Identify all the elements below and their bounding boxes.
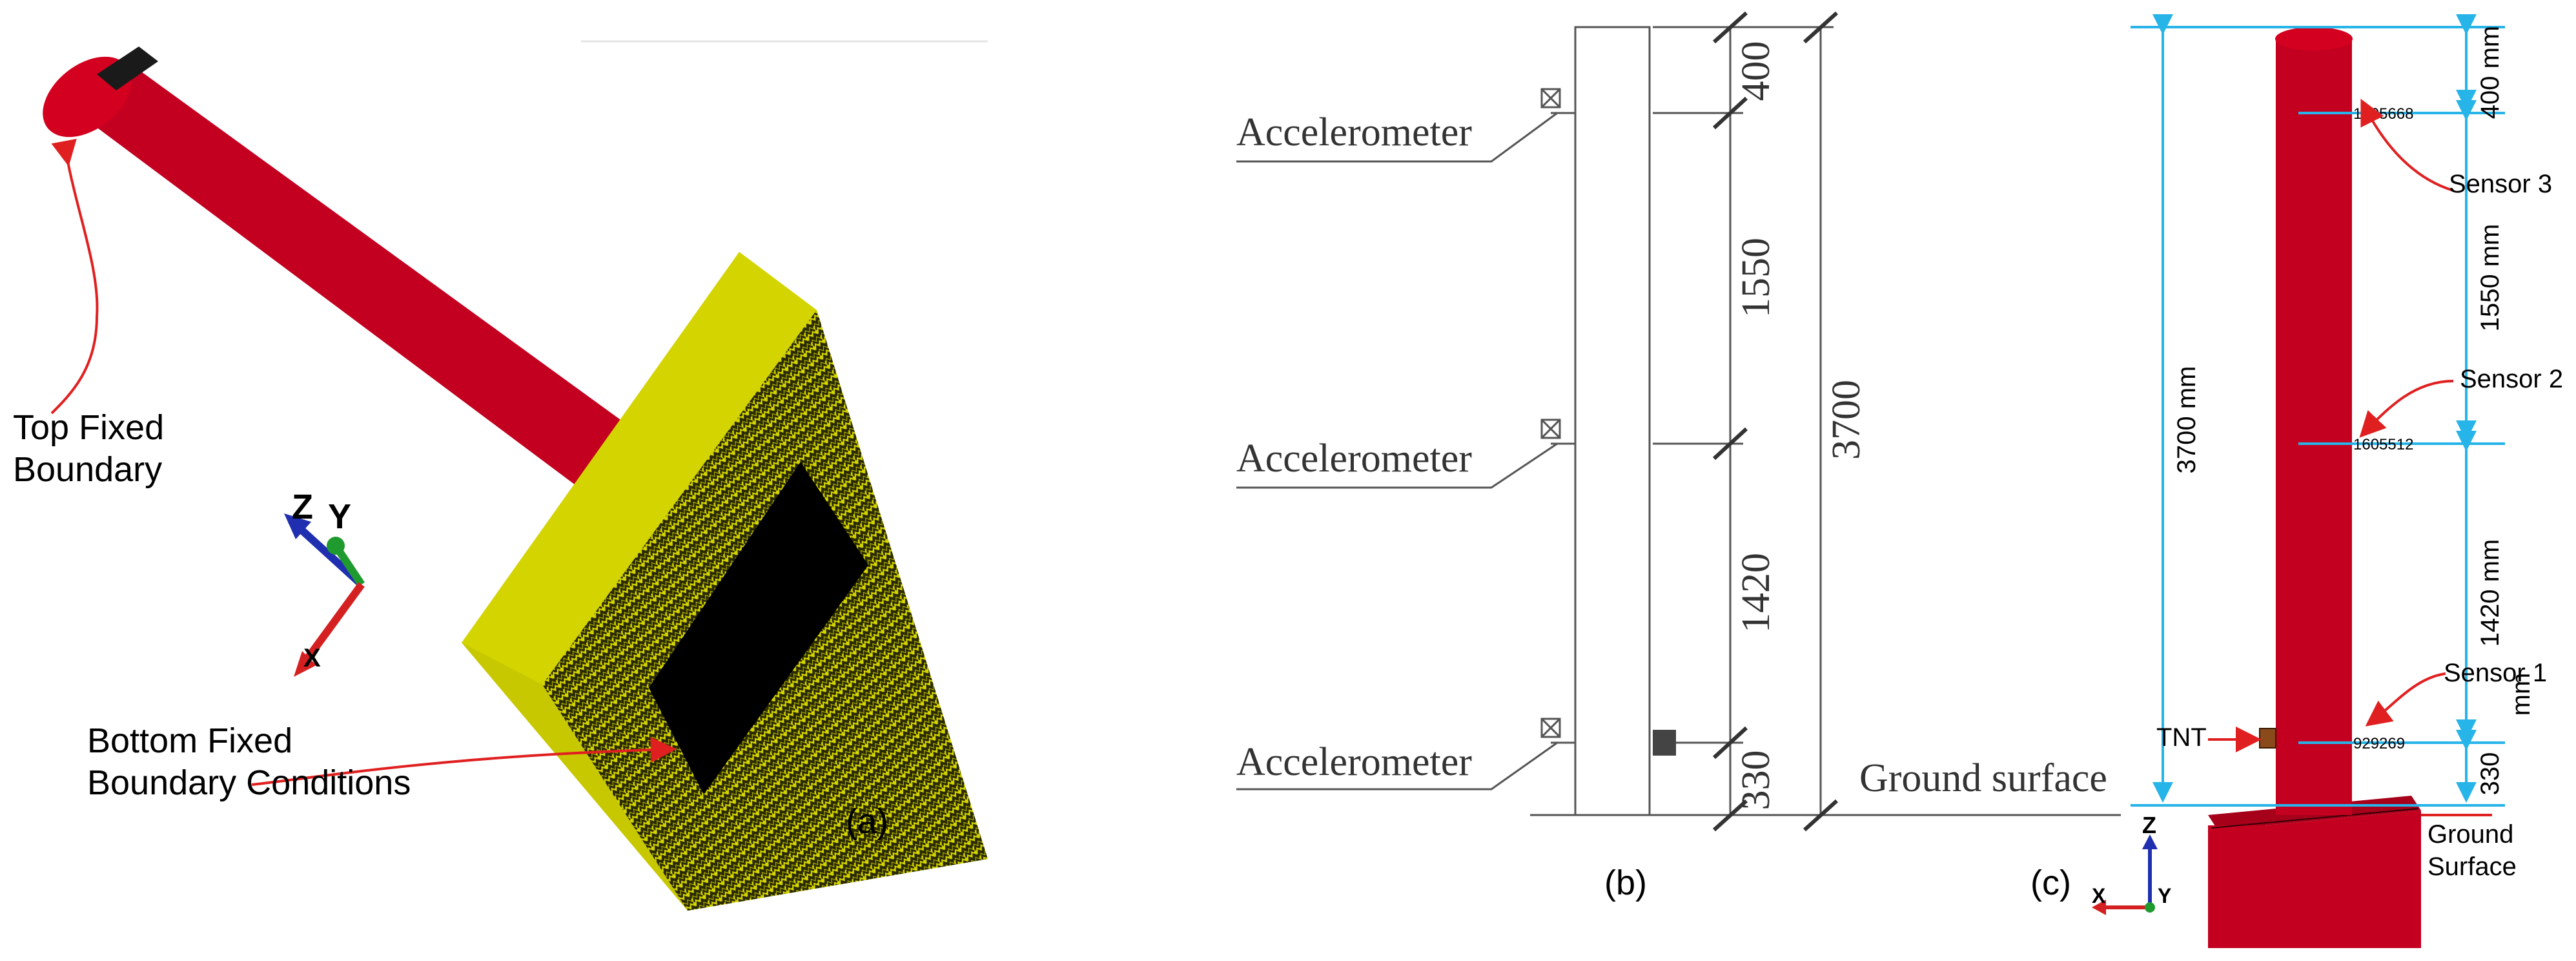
column-c <box>2275 27 2353 815</box>
base-block-edge <box>462 643 688 911</box>
tnt-label: TNT <box>2156 723 2207 752</box>
axis-y-head <box>327 537 345 555</box>
sensor-1-label: Sensor 1 <box>2444 659 2547 687</box>
base-opening <box>649 462 868 794</box>
bottom-boundary-label-line2: Boundary Conditions <box>87 763 411 802</box>
dimension-lines-b: 400 1550 1420 330 3700 <box>1653 11 1868 832</box>
base-block-c <box>2208 796 2421 948</box>
dim-1420: 1420 <box>1734 553 1778 633</box>
top-boundary-band <box>97 46 158 90</box>
accelerometer-symbol <box>1540 418 1561 439</box>
dim-400: 400 <box>1734 41 1778 101</box>
accelerometer-leader <box>1236 442 1558 489</box>
axis-x-head <box>2092 900 2106 915</box>
column-outline <box>1574 26 1651 816</box>
axis-z-head <box>2142 834 2158 849</box>
accelerometer-3: Accelerometer <box>1236 718 1575 790</box>
axis-y-label: Y <box>328 497 351 536</box>
sensor-2-label: Sensor 2 <box>2460 365 2563 393</box>
column-body <box>65 58 665 504</box>
accelerometer-symbol <box>1540 88 1561 108</box>
accelerometer-symbol <box>1540 718 1561 738</box>
accelerometer-label: Accelerometer <box>1236 110 1472 154</box>
panel-c-label: (c) <box>2030 863 2071 902</box>
accelerometer-2: Accelerometer <box>1236 418 1575 489</box>
dim-330-label: 330 <box>2476 752 2504 796</box>
dim-3700: 3700 <box>1825 380 1868 460</box>
base-side-face <box>2208 811 2421 830</box>
sensor-3-arrow <box>2360 98 2454 192</box>
ground-surface-label: Ground surface <box>1859 756 2107 800</box>
node-label-sensor2: 1605512 <box>2353 436 2413 453</box>
accelerometer-1: Accelerometer <box>1236 88 1575 163</box>
base-edge <box>2211 808 2418 829</box>
axis-x-label: X <box>303 644 321 672</box>
accelerometer-cross <box>1540 718 1561 738</box>
panel-b-label: (b) <box>1604 863 1647 902</box>
accelerometer-leader <box>1236 112 1558 163</box>
sensor-2-arrow <box>2359 380 2454 438</box>
dim-1550: 1550 <box>1734 238 1778 318</box>
axis-x-line <box>297 582 365 671</box>
axis-triad-c: Z X Y <box>2092 812 2171 915</box>
axis-y-dot <box>2145 902 2155 913</box>
charge-block <box>1653 730 1676 756</box>
dim-330: 330 <box>1734 750 1778 811</box>
axis-z-label: Z <box>2142 812 2156 838</box>
accelerometer-leader <box>1236 741 1558 790</box>
dim-1420-label: 1420 mm <box>2476 539 2504 647</box>
dim-330-unit-label: mm <box>2507 673 2535 716</box>
axis-x-head <box>294 651 316 677</box>
axis-x-label: X <box>2092 884 2106 907</box>
sensor-1-arrow <box>2365 672 2446 727</box>
ground-label-line1: Ground <box>2428 820 2513 849</box>
dim-ticks <box>1712 11 1839 832</box>
bottom-boundary-label-line1: Bottom Fixed <box>87 721 292 760</box>
node-label-sensor3: 1605668 <box>2353 105 2413 123</box>
accelerometer-cross <box>1540 418 1561 439</box>
dim-1550-label: 1550 mm <box>2476 224 2504 332</box>
dimension-lines-c <box>2131 14 2505 807</box>
accelerometer-label: Accelerometer <box>1236 740 1472 784</box>
accelerometer-label: Accelerometer <box>1236 437 1472 480</box>
base-front-face <box>2208 825 2421 948</box>
panel-b: Accelerometer Accelerometer Acceleromete… <box>1236 11 2121 902</box>
dim-total-label: 3700 mm <box>2172 366 2201 474</box>
accelerometer-cross <box>1540 88 1561 108</box>
axis-triad-a: Z Y X <box>284 488 365 677</box>
sensor-3-label: Sensor 3 <box>2449 170 2552 198</box>
column-model-3d <box>43 46 665 504</box>
axis-y-label: Y <box>2158 884 2171 907</box>
panel-a: Top Fixed Boundary Bottom Fixed Boundary… <box>13 40 988 911</box>
column-top-cap <box>2275 27 2353 50</box>
bottom-boundary-arrow <box>251 736 677 786</box>
axis-z-label: Z <box>292 488 313 526</box>
top-boundary-label-line2: Boundary <box>13 450 162 489</box>
ground-label-line2: Surface <box>2428 852 2517 881</box>
panel-c: 3700 mm 400 mm 1550 mm 1420 mm 330 mm 16… <box>2030 14 2563 948</box>
column-shaft <box>2276 40 2352 815</box>
axis-z-head <box>284 513 311 539</box>
top-boundary-arrow <box>50 138 99 415</box>
panel-a-label: (a) <box>846 802 888 841</box>
top-boundary-label-line1: Top Fixed <box>13 408 164 447</box>
node-label-sensor1: 929269 <box>2353 735 2405 752</box>
tnt-block <box>2259 728 2276 749</box>
dim-400-label: 400 mm <box>2476 26 2504 119</box>
base-block-3d <box>462 252 988 911</box>
